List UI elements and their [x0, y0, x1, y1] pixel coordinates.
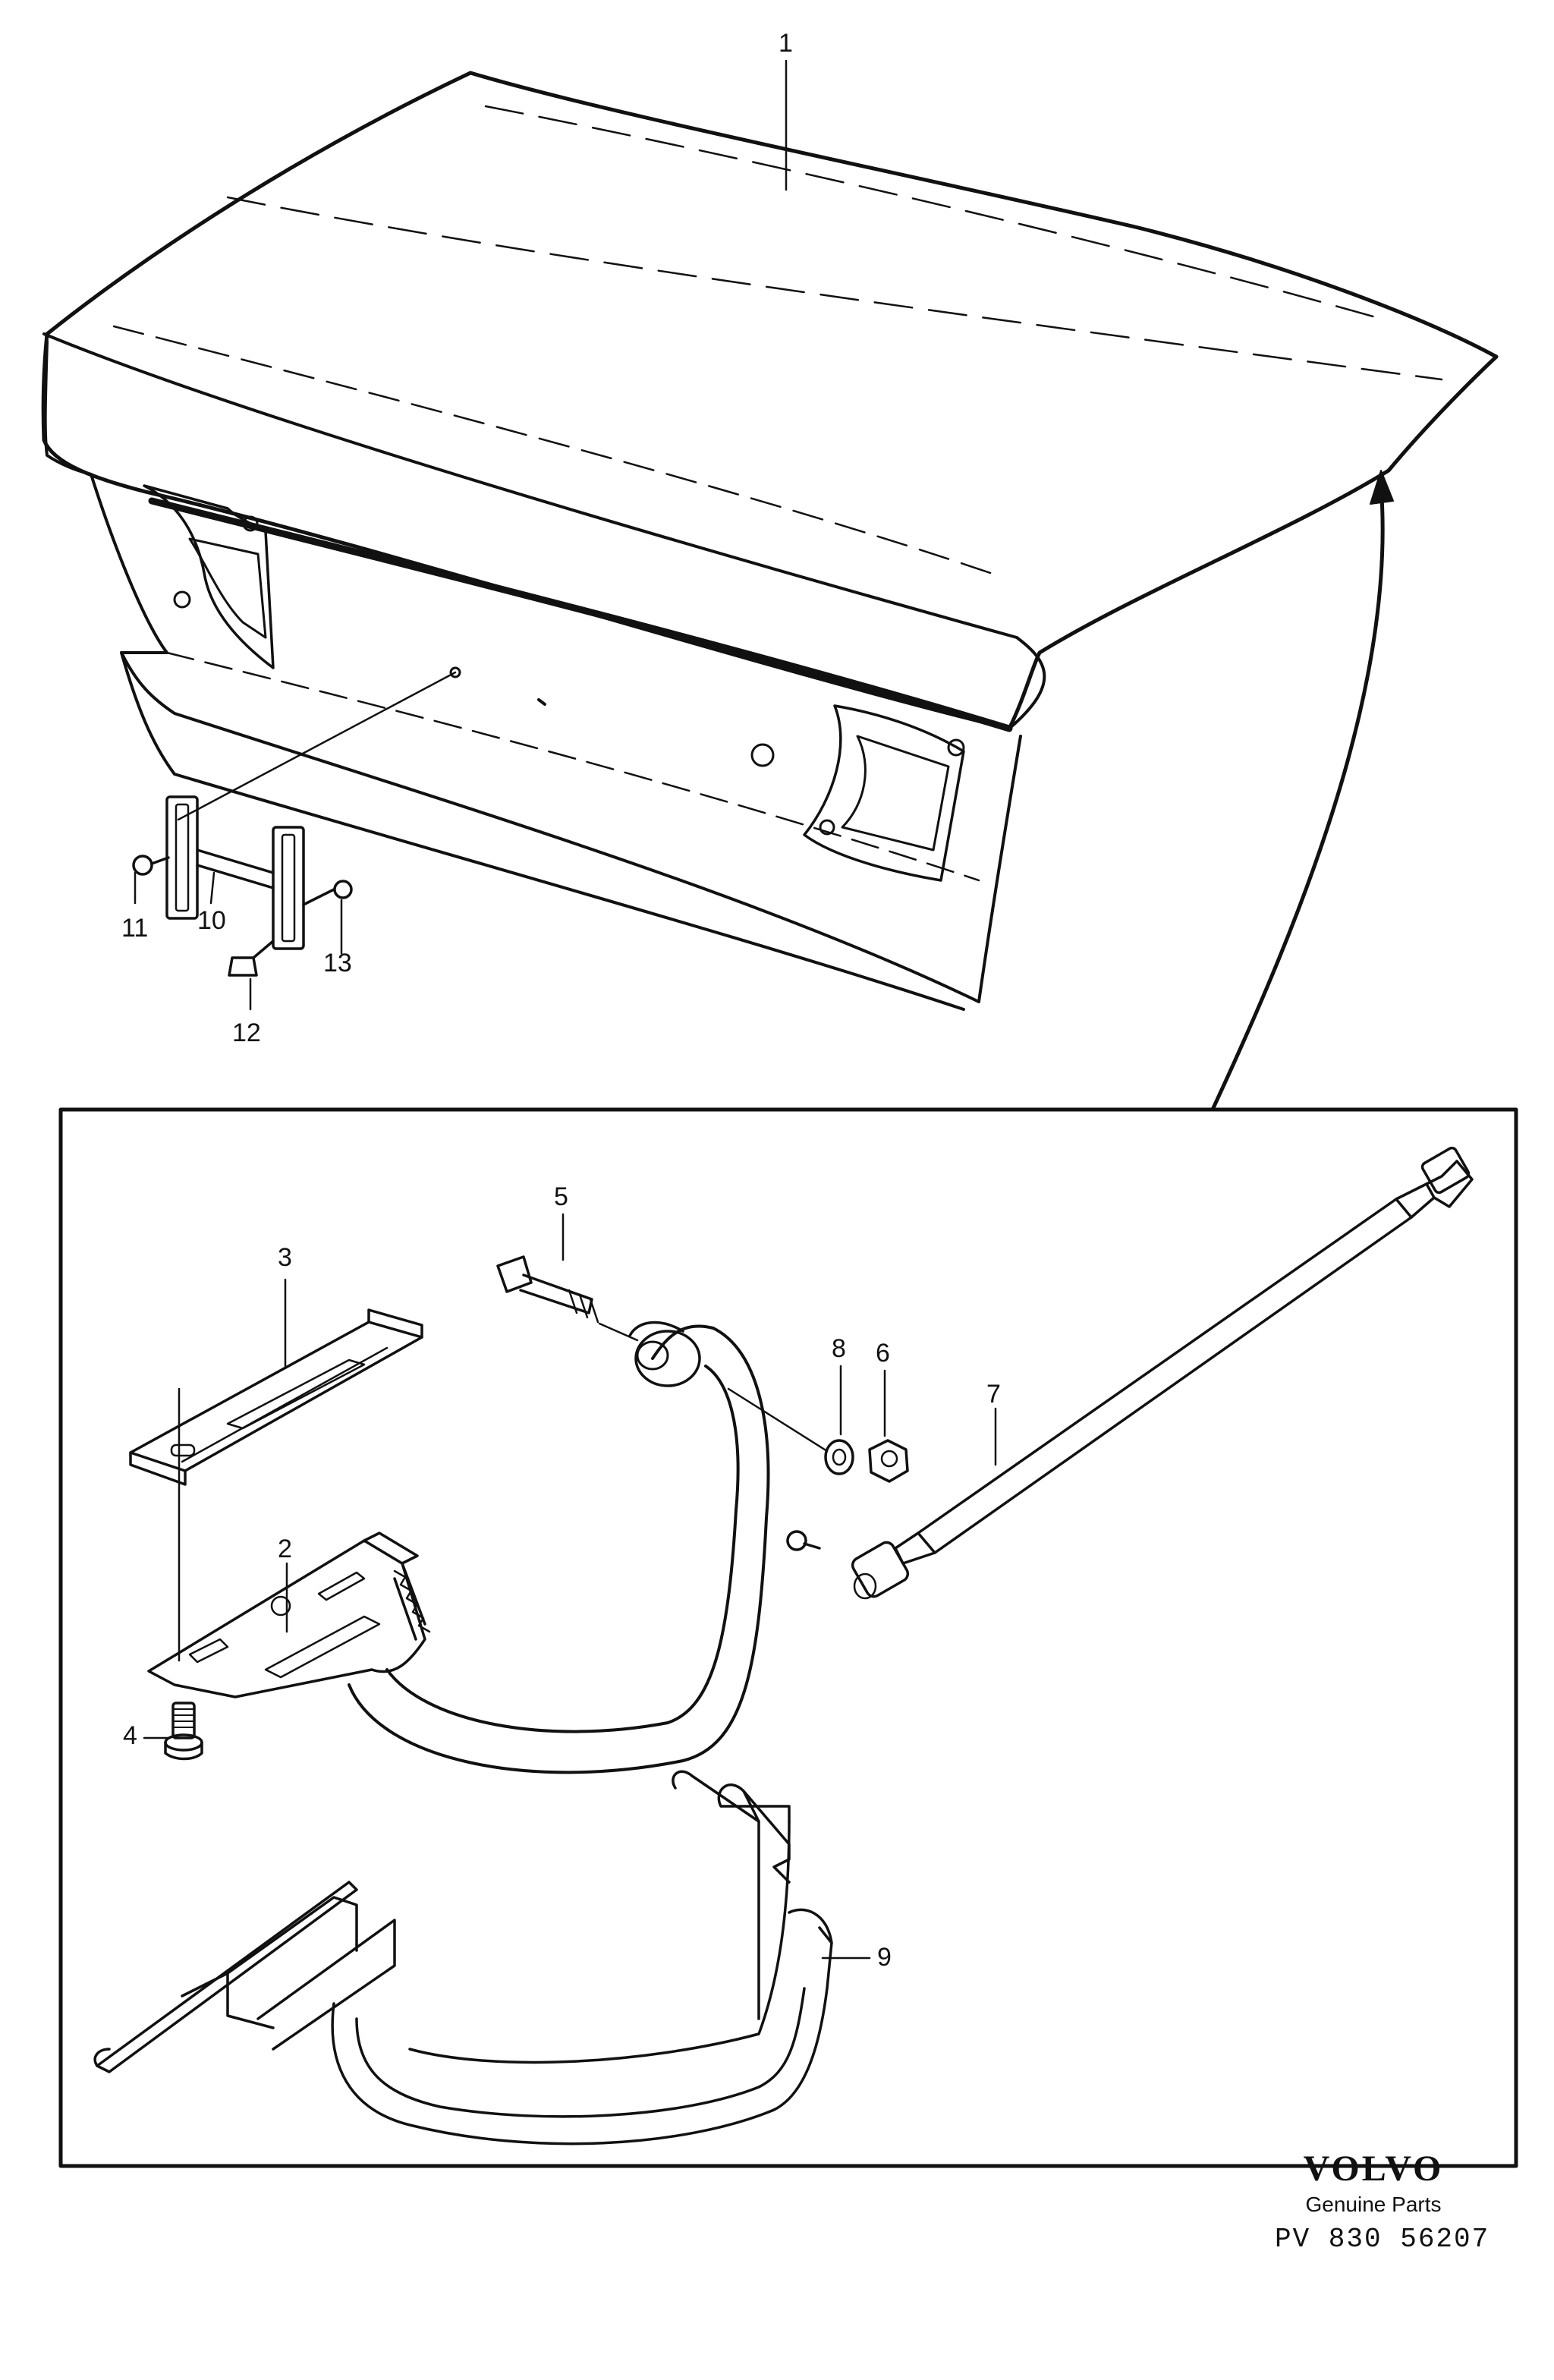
part-number-6: 6	[876, 1339, 890, 1368]
gas-strut-part-7	[851, 1146, 1474, 1600]
brand-subline: Genuine Parts	[1305, 2193, 1442, 2216]
plate-part-3	[129, 1308, 423, 1486]
part-number-4: 4	[123, 1721, 137, 1750]
bolt-part-5	[496, 1255, 639, 1342]
part-number-5: 5	[554, 1182, 568, 1211]
part-number-1: 1	[779, 29, 793, 58]
part-number-2: 2	[278, 1535, 292, 1563]
brand-name: VOLVO	[1303, 2149, 1444, 2189]
screw-part-4	[164, 1702, 203, 1761]
brand-logo: VOLVO Genuine Parts	[1214, 2148, 1533, 2217]
part-code: PV 830 56207	[1275, 2224, 1490, 2255]
hinge-part-9	[93, 1770, 833, 2145]
trunk-lid	[41, 71, 1499, 1011]
part-number-8: 8	[832, 1334, 846, 1363]
detail-frame	[58, 1107, 1518, 2168]
part-number-12: 12	[232, 1018, 261, 1047]
pin	[786, 1530, 821, 1551]
part-number-9: 9	[877, 1943, 892, 1972]
part-number-7: 7	[986, 1380, 1001, 1409]
hinge-bracket-part-2	[147, 1321, 770, 1774]
nut-part-6	[868, 1439, 909, 1483]
part-number-13: 13	[323, 949, 352, 978]
detail-arrow	[1210, 470, 1394, 1112]
part-number-3: 3	[278, 1243, 292, 1272]
washer-part-8	[727, 1387, 854, 1475]
part-number-10: 10	[197, 906, 226, 935]
striker-assembly	[132, 671, 457, 977]
part-number-11: 11	[121, 914, 149, 943]
leader-lines	[134, 59, 997, 1960]
